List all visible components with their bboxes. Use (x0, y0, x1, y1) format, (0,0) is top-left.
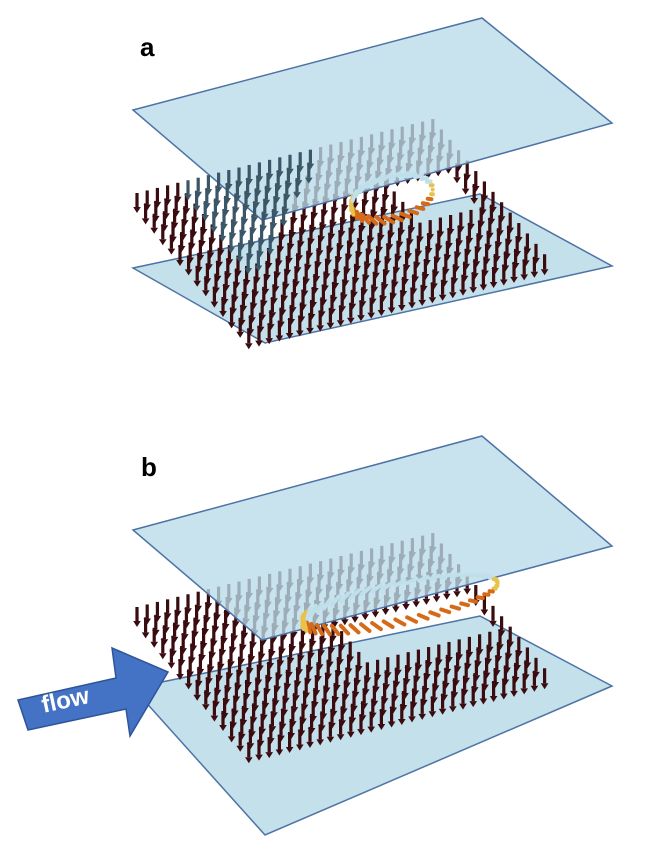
vortex-spin-arrow (423, 203, 428, 204)
vortex-spin-arrow (452, 574, 459, 576)
vortex-spin-arrow (461, 574, 468, 576)
vortex-spin-arrow (452, 607, 459, 609)
vortex-spin-arrow (430, 612, 438, 615)
vortex-spin-arrow (422, 178, 427, 179)
panel-b-top-plate (133, 436, 612, 640)
panel-b (18, 436, 612, 835)
vortex-spin-arrow (407, 617, 416, 621)
vortex-spin-arrow (417, 207, 424, 209)
panel-b-label: b (141, 452, 157, 483)
vortex-spin-arrow (351, 625, 359, 632)
vortex-spin-arrow (324, 626, 330, 635)
vortex-spin-arrow (478, 575, 483, 576)
vortex-spin-arrow (419, 615, 428, 619)
vortex-spin-arrow (484, 594, 488, 595)
vortex-spin-arrow (484, 576, 488, 577)
vortex-spin-arrow (470, 600, 476, 601)
panel-a (133, 18, 612, 349)
panel-a-top-plate (133, 18, 612, 220)
vortex-spin-arrow (478, 597, 483, 598)
vortex-spin-arrow (441, 609, 449, 612)
panel-a-label: a (140, 32, 154, 63)
vortex-spin-arrow (470, 574, 476, 575)
vortex-spin-arrow (441, 575, 449, 578)
vortex-spin-arrow (409, 211, 417, 214)
vortex-spin-arrow (461, 603, 468, 605)
spin-arrow (133, 193, 141, 213)
vortex-spin-arrow (361, 624, 369, 631)
vortex-spin-arrow (372, 623, 381, 629)
vortex-spin-arrow (384, 621, 393, 627)
spin-arrow (133, 607, 141, 627)
vortex-spin-arrow (415, 176, 422, 178)
vortex-spin-arrow (395, 620, 404, 625)
